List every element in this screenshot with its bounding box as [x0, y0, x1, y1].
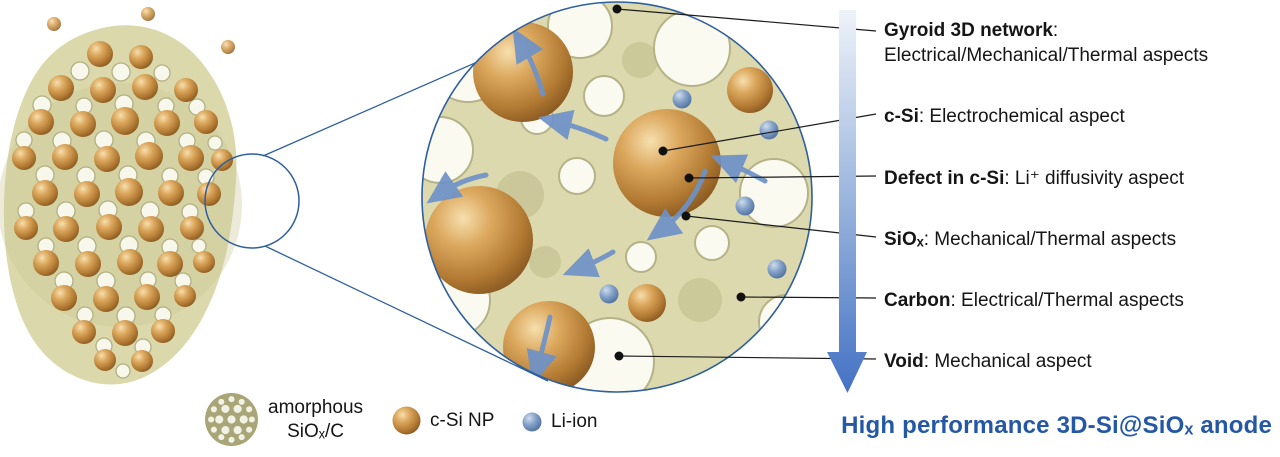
annotation-term: Defect in c-Si: [884, 168, 1005, 189]
annotation-carbon: Carbon: Electrical/Thermal aspects: [884, 288, 1184, 313]
magnified-view: [421, 1, 813, 393]
sio-c-network-structure: [0, 7, 242, 385]
gyroid-network-icon: [205, 393, 258, 446]
legend-label: c-Si NP: [430, 409, 495, 431]
annotation-desc: : Electrical/Mechanical/Thermal aspects: [884, 20, 1209, 66]
annotation-gyroid-network: Gyroid 3D network: Electrical/Mechanical…: [884, 18, 1208, 68]
annotation-c-si: c-Si: Electrochemical aspect: [884, 104, 1125, 129]
annotation-term: c-Si: [884, 106, 919, 127]
annotation-siox: SiOₓ: Mechanical/Thermal aspects: [884, 227, 1176, 252]
legend-item-amorphous-siox-c: amorphous SiOₓ/C: [204, 392, 363, 447]
legend-label: amorphous SiOₓ/C: [268, 396, 364, 442]
li-ion-icon: [522, 412, 542, 432]
headline: High performance 3D-Si@SiOₓ anode: [841, 412, 1272, 439]
c-si-nanoparticles-magnified: [425, 22, 773, 392]
zoom-connector-bottom: [264, 245, 549, 382]
li-diffusion-arrows: [426, 27, 768, 385]
annotation-term: SiOₓ: [884, 229, 924, 250]
c-si-nanoparticle-icon: [392, 406, 421, 435]
annotation-desc: : Mechanical/Thermal aspects: [923, 229, 1177, 250]
li-ion-spheres: [599, 89, 787, 304]
lens-outline: [421, 1, 813, 393]
annotation-void: Void: Mechanical aspect: [884, 349, 1092, 374]
annotation-defect-c-si: Defect in c-Si: Li⁺ diffusivity aspect: [884, 166, 1184, 191]
annotation-term: Gyroid 3D network: [884, 20, 1053, 41]
annotation-desc: : Mechanical aspect: [923, 351, 1092, 372]
legend-item-li-ion: Li-ion: [522, 410, 597, 434]
lens-shading: [496, 42, 722, 322]
zoom-source-circle: [204, 153, 300, 249]
annotation-desc: : Li⁺ diffusivity aspect: [1004, 168, 1185, 189]
embedded-c-si-nanoparticles: [12, 41, 233, 372]
annotation-term: Void: [884, 351, 924, 372]
flow-arrow: [827, 10, 867, 393]
legend-label: Li-ion: [551, 411, 598, 432]
annotation-term: Carbon: [884, 290, 951, 311]
annotation-desc: : Electrochemical aspect: [918, 106, 1125, 127]
callout-dots: [612, 4, 746, 361]
annotation-desc: : Electrical/Thermal aspects: [950, 290, 1184, 311]
legend-item-c-si-np: c-Si NP: [392, 406, 494, 435]
